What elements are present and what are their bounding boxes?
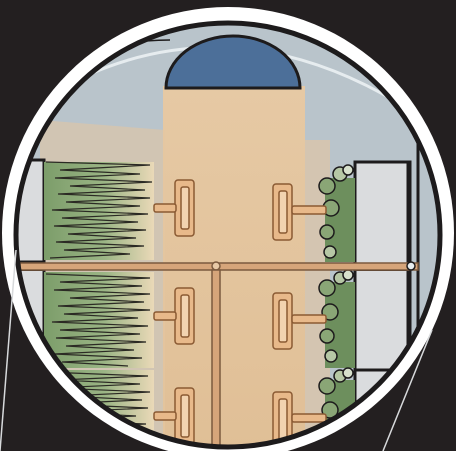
- vertical-rail: [212, 270, 220, 451]
- horizontal-rail: [20, 262, 418, 270]
